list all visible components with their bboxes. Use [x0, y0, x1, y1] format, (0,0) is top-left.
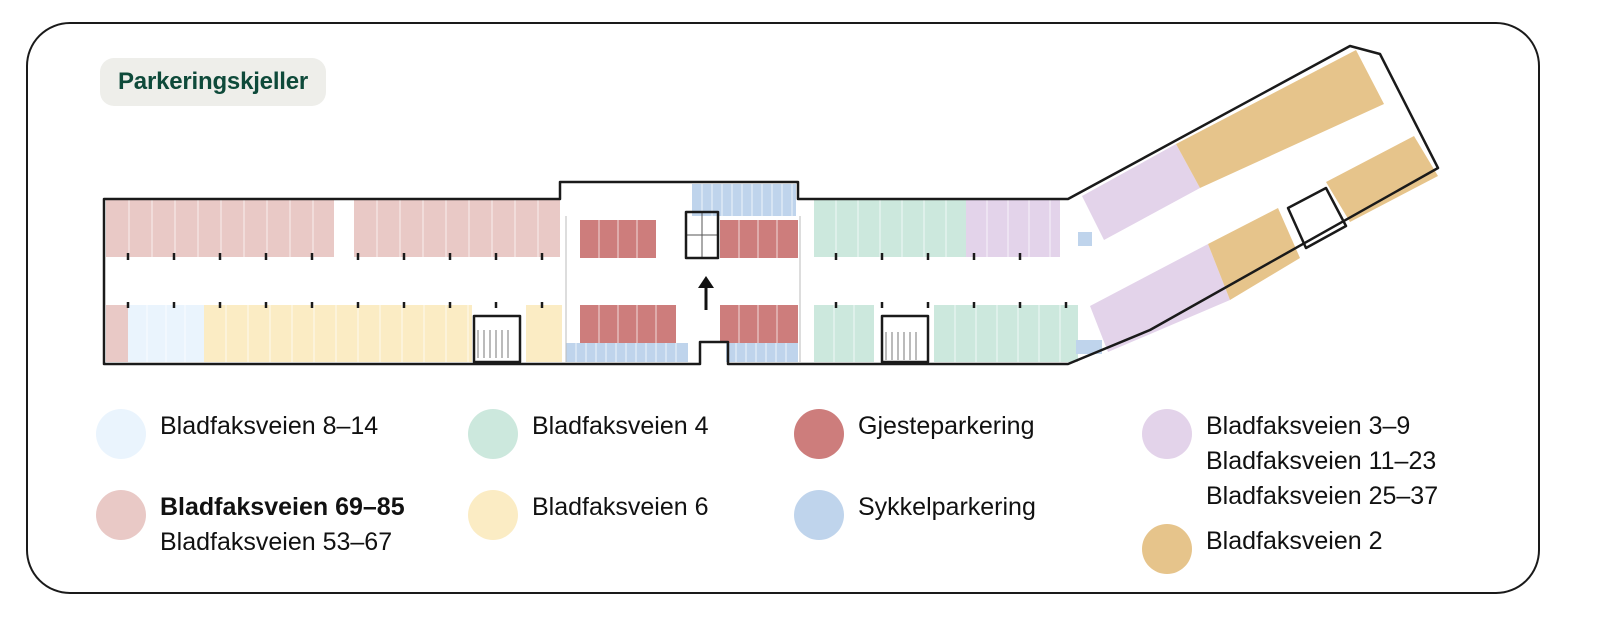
zone-bike-n [692, 184, 796, 216]
zone-b2-angled-east [1326, 136, 1438, 222]
legend-swatch [96, 409, 146, 459]
legend-swatch [1142, 409, 1192, 459]
zone-b69-85-south [106, 305, 128, 362]
zone-b4-se [934, 305, 1078, 362]
zone-b53-67 [354, 200, 560, 257]
map-frame [26, 22, 1540, 594]
zone-bike-sw [566, 343, 688, 362]
legend-swatch [794, 490, 844, 540]
legend-swatch [96, 490, 146, 540]
legend-item-b3-9: Bladfaksveien 3–9 Bladfaksveien 11–23 Bl… [1142, 409, 1438, 514]
zone-b3-9-angled-north [1082, 144, 1200, 240]
stair-core-mid [880, 314, 930, 364]
legend-item-guest: Gjesteparkering [794, 409, 1034, 459]
stair-core-east [1286, 186, 1348, 250]
legend-swatch [1142, 524, 1192, 574]
elevator-icon [686, 212, 718, 258]
elevator-core [684, 210, 720, 260]
legend-label: Gjesteparkering [858, 412, 1035, 440]
page-title: Parkeringskjeller [100, 58, 327, 106]
parking-zones [106, 50, 1438, 362]
stair-icon [885, 332, 917, 360]
legend-label: Sykkelparkering [858, 493, 1036, 521]
legend-item-b69-85: Bladfaksveien 69–85 Bladfaksveien 53–67 [96, 490, 405, 560]
plan-details [126, 212, 1068, 362]
legend-swatch [468, 409, 518, 459]
legend-label: Bladfaksveien 8–14 [160, 412, 379, 440]
legend-label: Bladfaksveien 2 [1206, 527, 1383, 555]
zone-b8-14 [128, 305, 204, 362]
plan-outlines [102, 44, 1440, 366]
legend-label: Bladfaksveien 4 [532, 412, 709, 440]
legend-label: Bladfaksveien 6 [532, 493, 709, 521]
zone-guest-ne [720, 220, 798, 258]
legend-label: Bladfaksveien 69–85 [160, 493, 405, 521]
legend-item-b2: Bladfaksveien 2 [1142, 524, 1383, 574]
legend-label: Bladfaksveien 53–67 [160, 528, 393, 556]
legend-label: Bladfaksveien 25–37 [1206, 482, 1439, 510]
zone-guest-se [720, 305, 798, 343]
zone-b2-angled-north [1176, 50, 1384, 188]
zone-b4-north [814, 200, 966, 257]
zone-bike-se [726, 343, 798, 362]
west-wing-outline [102, 44, 1440, 366]
zone-guest-nw [580, 220, 656, 258]
zone-b6-east [526, 305, 562, 362]
legend-item-b8-14: Bladfaksveien 8–14 [96, 409, 378, 459]
legend-swatch [468, 490, 518, 540]
zone-b2-angled-south [1208, 208, 1300, 300]
bike-rack-icon [1076, 340, 1102, 354]
entrance-arrow-icon [698, 276, 714, 310]
legend-item-bike: Sykkelparkering [794, 490, 1036, 540]
zone-b69-85-west [106, 200, 334, 257]
legend-item-b6: Bladfaksveien 6 [468, 490, 709, 540]
zone-b3-9-north [966, 200, 1060, 257]
legend-label: Bladfaksveien 3–9 [1206, 412, 1411, 440]
legend-label: Bladfaksveien 11–23 [1206, 447, 1437, 475]
stair-core-west [472, 314, 522, 364]
legend-swatch [794, 409, 844, 459]
zone-b6-west [204, 305, 472, 362]
stair-icon [477, 330, 509, 358]
zone-guest-sw [580, 305, 676, 343]
zone-b3-9-angled-south [1090, 244, 1230, 352]
legend-item-b4: Bladfaksveien 4 [468, 409, 709, 459]
zone-b4-sw [814, 305, 874, 362]
bike-rack-icon [1078, 232, 1092, 246]
